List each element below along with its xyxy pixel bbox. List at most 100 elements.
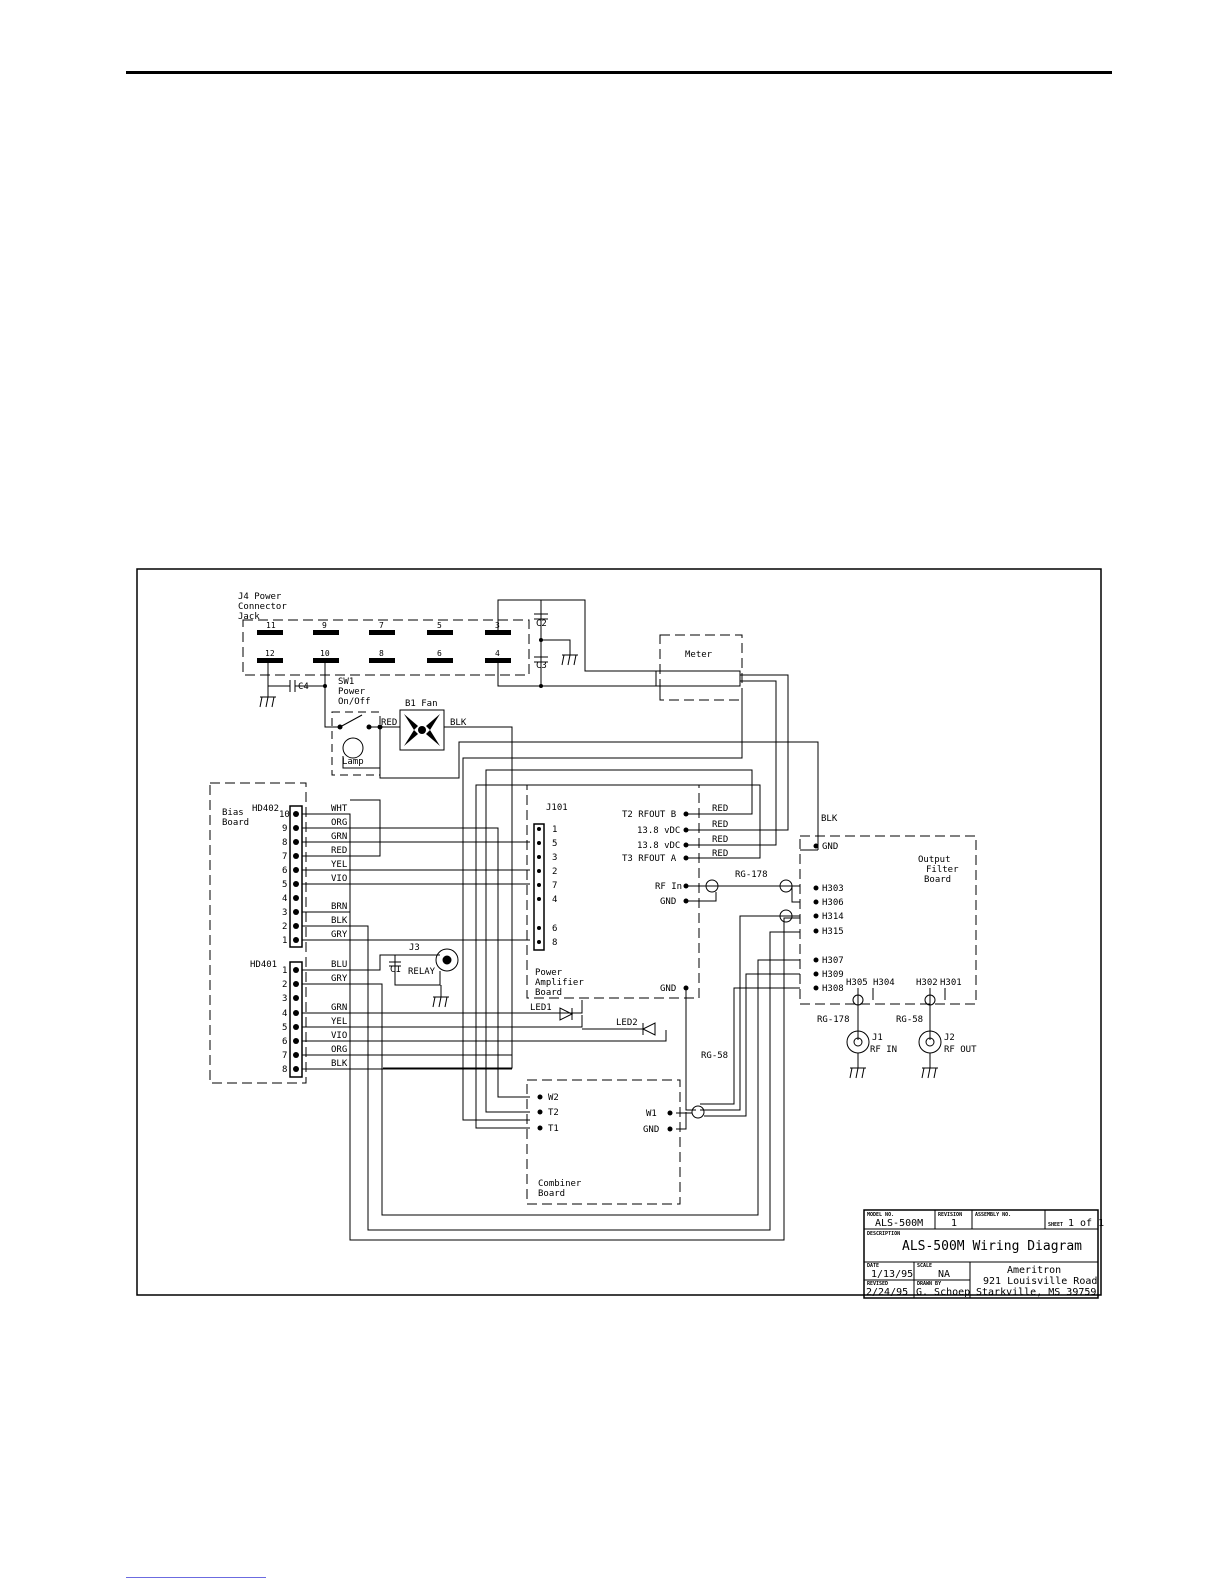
hd401-pin: 5 — [282, 1023, 287, 1033]
coax-rg178-label: RG-178 — [735, 870, 768, 880]
combiner-term-t1: T1 — [548, 1124, 559, 1134]
lamp-label: Lamp — [342, 757, 364, 767]
filter-term-gnd: GND — [822, 842, 838, 852]
j2-sublabel: RF OUT — [944, 1045, 977, 1055]
hd402-wire: GRY — [331, 930, 348, 940]
wire-red: RED — [712, 849, 728, 859]
j4-pins — [257, 630, 511, 663]
j4-pin-11: 11 — [266, 621, 276, 630]
hd401-pin: 1 — [282, 966, 287, 976]
fan-icon — [404, 714, 440, 746]
j3-label: J3 — [409, 943, 420, 953]
pa-term-13v8-a: 13.8 vDC — [637, 826, 680, 836]
filter-term-h308: H308 — [822, 984, 844, 994]
diagram-frame — [136, 568, 1102, 1296]
filter-term-h309: H309 — [822, 970, 844, 980]
tb-drawn-label: DRAWN BY — [917, 1281, 941, 1287]
wire-red-fan: RED — [381, 718, 397, 728]
sw1-label-1: SW1 — [338, 677, 354, 687]
j4-pin-5: 5 — [437, 621, 442, 630]
hd401-pin: 4 — [282, 1009, 287, 1019]
hd402-wire: BLK — [331, 916, 348, 926]
hd402-wire: YEL — [331, 860, 347, 870]
hd401-wire: BLK — [331, 1059, 348, 1069]
j101-pin: 8 — [552, 938, 557, 948]
pa-board-title-1: Power — [535, 968, 563, 978]
filter-term-h303: H303 — [822, 884, 844, 894]
combiner-outline — [526, 1079, 681, 1205]
sw1-label-2: Power — [338, 687, 366, 697]
tb-drawn-value: G. Schoep — [916, 1287, 970, 1298]
j101-connector — [533, 823, 545, 951]
tb-date-value: 1/13/95 — [871, 1269, 913, 1280]
c2-label: C2 — [536, 619, 547, 629]
hd401-wire: ORG — [331, 1045, 347, 1055]
tb-model-value: ALS-500M — [875, 1218, 923, 1229]
wire-blk-fan: BLK — [450, 718, 467, 728]
filter-term-h305: H305 — [846, 978, 868, 988]
pa-board-title-3: Board — [535, 988, 562, 998]
bias-board-title-1: Bias — [222, 808, 244, 818]
j4-pin-12: 12 — [265, 649, 275, 658]
relay-label: RELAY — [408, 967, 436, 977]
j4-pin-6: 6 — [437, 649, 442, 658]
hd401-label: HD401 — [250, 960, 277, 970]
hd401-pin: 6 — [282, 1037, 287, 1047]
hd402-pin: 4 — [282, 894, 287, 904]
hd402-wire: GRN — [331, 832, 347, 842]
j4-pin-10: 10 — [320, 649, 330, 658]
combiner-title-1: Combiner — [538, 1179, 582, 1189]
tb-company-city: Starkville, MS 39759 — [976, 1287, 1096, 1298]
j101-label: J101 — [546, 803, 568, 813]
j1-sublabel: RF IN — [870, 1045, 897, 1055]
tb-date-label: DATE — [867, 1263, 879, 1269]
hd402-connector — [289, 805, 303, 948]
sw1-label-3: On/Off — [338, 697, 371, 707]
hd401-pin: 8 — [282, 1065, 287, 1075]
j101-pin: 2 — [552, 867, 557, 877]
filter-term-h306: H306 — [822, 898, 844, 908]
hd401-wire: GRY — [331, 974, 348, 984]
tb-company-name: Ameritron — [1007, 1265, 1061, 1276]
footer-link-rule — [126, 1577, 266, 1578]
hd401-connector — [289, 961, 303, 1078]
wire-blk-filter: BLK — [821, 814, 838, 824]
led1-label: LED1 — [530, 1003, 552, 1013]
hd402-wire: VIO — [331, 874, 347, 884]
wire-red: RED — [712, 804, 728, 814]
tb-description-label: DESCRIPTION — [867, 1231, 900, 1237]
j101-pin: 1 — [552, 825, 557, 835]
terminal-dots — [293, 638, 819, 1132]
pa-board-outline — [526, 784, 700, 999]
c4-label: C4 — [298, 682, 309, 692]
coax-rg58-j2-label: RG-58 — [896, 1015, 923, 1025]
combiner-term-w2: W2 — [548, 1093, 559, 1103]
combiner-term-t2: T2 — [548, 1108, 559, 1118]
tb-scale-label: SCALE — [917, 1263, 932, 1269]
hd402-label: HD402 — [252, 804, 279, 814]
hd401-pin: 2 — [282, 980, 287, 990]
filter-term-h304: H304 — [873, 978, 895, 988]
output-filter-title-2: Filter — [926, 865, 959, 875]
j101-pin: 5 — [552, 839, 557, 849]
pa-term-gnd-2: GND — [660, 984, 676, 994]
tb-revision-label: REVISION — [938, 1212, 962, 1218]
pa-term-rf-in: RF In — [655, 882, 682, 892]
j101-pin: 4 — [552, 895, 557, 905]
hd401-wire: BLU — [331, 960, 347, 970]
j4-pin-8: 8 — [379, 649, 384, 658]
c3-label: C3 — [536, 661, 547, 671]
tb-company-address: 921 Louisville Road — [983, 1276, 1097, 1287]
tb-description-value: ALS-500M Wiring Diagram — [902, 1239, 1082, 1254]
output-filter-title-1: Output — [918, 855, 951, 865]
hd402-pin: 2 — [282, 922, 287, 932]
combiner-term-gnd: GND — [643, 1125, 659, 1135]
j101-pin: 6 — [552, 924, 557, 934]
hd402-pin: 6 — [282, 866, 287, 876]
led2-label: LED2 — [616, 1018, 638, 1028]
coax-rg178-j1-label: RG-178 — [817, 1015, 850, 1025]
filter-term-h302: H302 — [916, 978, 938, 988]
hd402-wire: RED — [331, 846, 347, 856]
pa-term-13v8-b: 13.8 vDC — [637, 841, 680, 851]
